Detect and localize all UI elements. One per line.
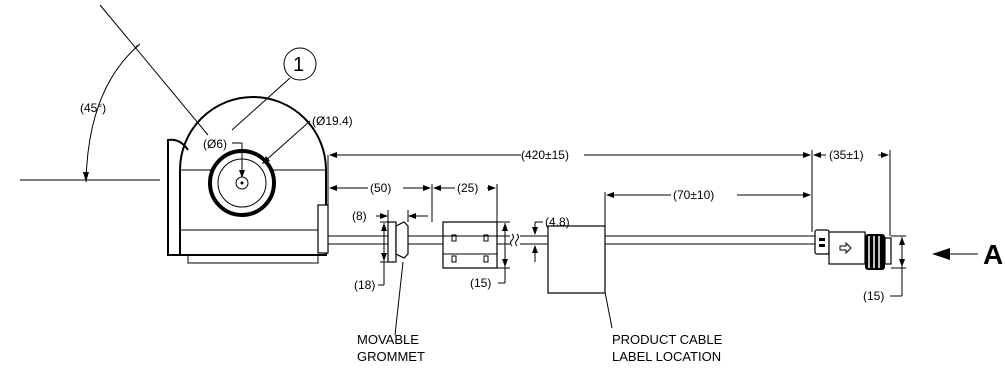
view-label: A [983, 239, 1003, 270]
note-leader [604, 291, 613, 329]
arrow-icon [839, 241, 852, 255]
note-leader [394, 261, 404, 336]
cable-length-label: (420±15) [521, 148, 569, 162]
grommet-flange [387, 221, 397, 263]
connector-dia-label: (15) [863, 289, 884, 303]
ferrite-core [442, 221, 498, 269]
view-arrow: A [932, 239, 1003, 270]
grommet-height-dimension: (18) [354, 221, 388, 292]
angle-label: (45°) [80, 101, 106, 115]
grommet-offset-label: (50) [370, 181, 391, 195]
grommet-body [395, 221, 409, 259]
arrowhead [899, 259, 905, 267]
ferrite-height-dimension: (15) [470, 221, 510, 290]
label-note: PRODUCT CABLE LABEL LOCATION [604, 291, 723, 364]
product-label [547, 225, 606, 294]
cable [328, 233, 815, 247]
connector-knurl [865, 234, 885, 270]
arrowhead [329, 185, 337, 191]
callout-number: 1 [293, 54, 304, 76]
connector-dia-dimension: (15) [863, 235, 906, 303]
arrowhead [239, 170, 245, 178]
ferrite-length-label: (25) [457, 181, 478, 195]
arrowhead [502, 223, 508, 231]
grommet-note: MOVABLE GROMMET [357, 261, 425, 364]
grommet-note-line1: MOVABLE [357, 332, 419, 347]
ferrite-height-label: (15) [470, 276, 491, 290]
cable-length-dimension: (420±15) [327, 148, 813, 232]
grommet-note-line2: GROMMET [357, 349, 425, 364]
connector [814, 229, 892, 270]
arrowhead [532, 245, 538, 253]
view-arrow-head [932, 248, 950, 260]
hole-leader [232, 142, 243, 177]
ferrite-body [442, 221, 498, 269]
hole-dia-dimension: (Ø6) [203, 137, 245, 178]
lens-leader [263, 120, 311, 163]
connector-tip [884, 237, 892, 265]
hole-dia-label: (Ø6) [203, 137, 227, 151]
housing-back [167, 138, 189, 256]
break-mark [515, 233, 519, 247]
arrowhead [813, 152, 821, 158]
arrowhead [83, 172, 89, 182]
callout-circle [283, 47, 317, 81]
item-callout: 1 [231, 47, 317, 131]
angle-ref-line [99, 4, 209, 136]
lens-dia-label: (Ø19.4) [312, 114, 353, 128]
label-offset-dimension: (70±10) [604, 188, 811, 226]
connector-notch [819, 244, 825, 247]
grommet-width-label: (8) [352, 209, 367, 223]
arrowhead [262, 156, 270, 164]
ferrite-clip [483, 255, 489, 263]
grommet-height-label: (18) [354, 278, 375, 292]
arrowhead [329, 152, 337, 158]
movable-grommet [387, 221, 409, 263]
arrowhead [381, 253, 387, 261]
label-offset-label: (70±10) [673, 188, 714, 202]
lens-dia-dimension: (Ø19.4) [262, 114, 353, 164]
label-note-line1: PRODUCT CABLE [612, 332, 723, 347]
connector-nut [814, 229, 830, 255]
ferrite-clip [451, 234, 457, 242]
connector-length-dimension: (35±1) [813, 148, 891, 236]
grommet-offset-dimension: (50) [329, 181, 433, 222]
housing-body [179, 96, 327, 256]
arrowhead [803, 152, 811, 158]
arrowhead [433, 185, 441, 191]
cable-dia-dimension: (4.8) [532, 215, 570, 262]
grommet-width-dimension: (8) [352, 209, 428, 223]
callout-leader [231, 77, 291, 131]
ferrite-clip [483, 234, 489, 242]
arrowhead [488, 185, 496, 191]
camera-housing [167, 96, 329, 264]
arrowhead [408, 213, 416, 219]
arrowhead [606, 192, 614, 198]
cable-dia-label: (4.8) [545, 215, 570, 229]
break-mark [510, 233, 514, 247]
arrowhead [380, 213, 388, 219]
arrowhead [532, 227, 538, 235]
housing-side-tab [317, 204, 329, 254]
angle-arc [85, 43, 141, 183]
label-note-line2: LABEL LOCATION [612, 349, 721, 364]
arrowhead [803, 192, 811, 198]
arrowhead [502, 259, 508, 267]
angle-dimension: (45°) [20, 4, 209, 183]
arrowhead [132, 44, 140, 52]
connector-notch [819, 238, 825, 241]
housing-base [187, 254, 319, 264]
arrowhead [881, 152, 889, 158]
connector-length-label: (35±1) [829, 148, 864, 162]
arrowhead [899, 237, 905, 245]
arrowhead [423, 185, 431, 191]
ferrite-length-dimension: (25) [433, 181, 498, 222]
connector-body [828, 231, 866, 265]
lens-center [240, 181, 244, 185]
arrowhead [381, 223, 387, 231]
ferrite-clip [451, 255, 457, 263]
